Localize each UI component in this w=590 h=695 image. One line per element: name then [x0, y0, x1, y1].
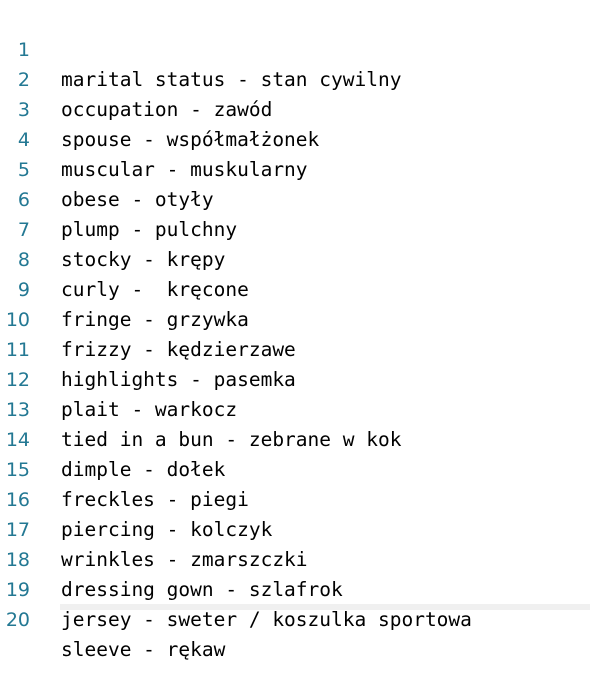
line-number: 12	[5, 369, 30, 391]
line-text[interactable]: tied in a bun - zebrane w kok	[61, 428, 402, 451]
line-text[interactable]: muscular - muskularny	[61, 158, 308, 181]
line-number: 3	[17, 99, 30, 121]
line-text[interactable]: plump - pulchny	[61, 218, 238, 241]
editor-line[interactable]: 4 muscular - muskularny	[0, 95, 590, 181]
line-text[interactable]: spouse - współmałżonek	[61, 128, 320, 151]
line-number: 5	[17, 159, 30, 181]
line-number: 15	[5, 459, 30, 481]
editor-line[interactable]: 6 plump - pulchny	[0, 155, 590, 241]
text-editor[interactable]: 1 marital status - stan cywilny 2 occupa…	[0, 5, 590, 661]
line-number: 14	[5, 429, 30, 451]
horizontal-scrollbar[interactable]	[60, 604, 590, 610]
line-text[interactable]: sleeve - rękaw	[61, 638, 226, 661]
line-number: 19	[5, 579, 30, 601]
line-number: 17	[5, 519, 30, 541]
editor-line[interactable]: 11 highlights - pasemka	[0, 305, 590, 391]
line-text[interactable]: obese - otyły	[61, 188, 214, 211]
line-number: 18	[5, 549, 30, 571]
editor-line[interactable]: 7 stocky - krępy	[0, 185, 590, 271]
editor-line[interactable]: 10 frizzy - kędzierzawe	[0, 275, 590, 361]
editor-line[interactable]: 8 curly - kręcone	[0, 215, 590, 301]
editor-line[interactable]: 16 piercing - kolczyk	[0, 455, 590, 541]
editor-line[interactable]: 3 spouse - współmałżonek	[0, 65, 590, 151]
line-text[interactable]: curly - kręcone	[61, 278, 249, 301]
line-text[interactable]: freckles - piegi	[61, 488, 249, 511]
line-text[interactable]: piercing - kolczyk	[61, 518, 273, 541]
editor-line[interactable]: 19 jersey - sweter / koszulka sportowa	[0, 545, 590, 631]
line-number: 13	[5, 399, 30, 421]
line-text[interactable]: plait - warkocz	[61, 398, 238, 421]
editor-line[interactable]: 17 wrinkles - zmarszczki	[0, 485, 590, 571]
line-text[interactable]: wrinkles - zmarszczki	[61, 548, 308, 571]
line-number: 7	[17, 219, 30, 241]
line-number: 1	[17, 39, 30, 61]
line-number: 4	[17, 129, 30, 151]
editor-line[interactable]: 2 occupation - zawód	[0, 35, 590, 121]
line-number: 10	[5, 309, 30, 331]
editor-line[interactable]: 18 dressing gown - szlafrok	[0, 515, 590, 601]
editor-line[interactable]: 1 marital status - stan cywilny	[0, 5, 590, 91]
line-number: 8	[17, 249, 30, 271]
line-number: 9	[17, 279, 30, 301]
line-text[interactable]: marital status - stan cywilny	[61, 68, 402, 91]
line-number: 6	[17, 189, 30, 211]
editor-line[interactable]: 15 freckles - piegi	[0, 425, 590, 511]
line-text[interactable]: dimple - dołek	[61, 458, 226, 481]
editor-line[interactable]: 9 fringe - grzywka	[0, 245, 590, 331]
line-text[interactable]: dressing gown - szlafrok	[61, 578, 343, 601]
line-number: 2	[17, 69, 30, 91]
line-number: 11	[5, 339, 30, 361]
line-number: 16	[5, 489, 30, 511]
editor-line[interactable]: 14 dimple - dołek	[0, 395, 590, 481]
line-text[interactable]: highlights - pasemka	[61, 368, 296, 391]
line-text[interactable]: fringe - grzywka	[61, 308, 249, 331]
editor-line[interactable]: 5 obese - otyły	[0, 125, 590, 211]
editor-line[interactable]: 20 sleeve - rękaw	[0, 575, 590, 661]
editor-line[interactable]: 13 tied in a bun - zebrane w kok	[0, 365, 590, 451]
line-text[interactable]: occupation - zawód	[61, 98, 273, 121]
line-text[interactable]: stocky - krępy	[61, 248, 226, 271]
line-text[interactable]: frizzy - kędzierzawe	[61, 338, 296, 361]
editor-line[interactable]: 12 plait - warkocz	[0, 335, 590, 421]
